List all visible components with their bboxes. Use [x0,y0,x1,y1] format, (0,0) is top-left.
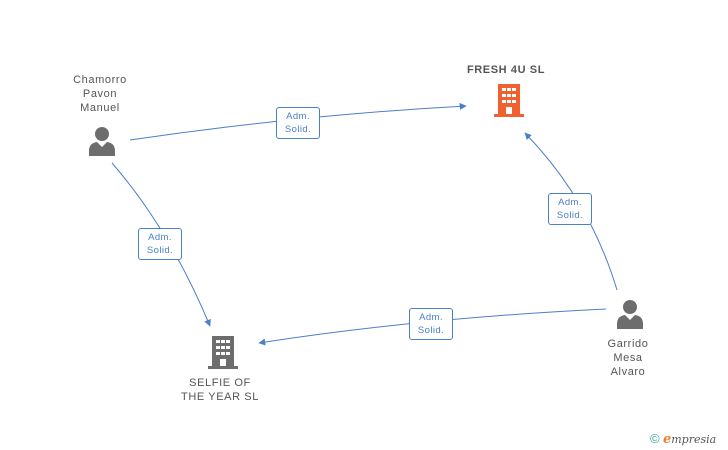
building-icon[interactable] [494,84,524,117]
node-name-line: Garrido [607,338,649,350]
edge-label-line: Adm. [286,111,310,122]
brand-logo-text: mpresia [671,433,717,446]
brand-logo-initial: e [662,432,672,447]
node-label-fresh[interactable]: FRESH 4U SL [446,63,566,77]
edge-label-garrido-selfie[interactable]: Adm. Solid. [409,308,453,340]
node-name-line: Pavon [82,88,118,100]
edge-label-chamorro-fresh[interactable]: Adm. Solid. [276,107,320,139]
edge-label-line: Adm. [419,312,443,323]
edge-label-line: Solid. [146,245,174,256]
node-name-line: Mesa [613,352,643,364]
brand-footer: © empresia [650,431,716,447]
building-icon[interactable] [208,336,238,369]
node-label-garrido[interactable]: Garrido Mesa Alvaro [590,337,666,379]
edge-label-line: Adm. [148,232,172,243]
copyright-symbol: © [650,431,660,446]
node-name-line: Chamorro [73,74,127,86]
node-label-chamorro[interactable]: Chamorro Pavon Manuel [60,73,140,115]
node-name-line: Alvaro [610,366,646,378]
edge-label-line: Solid. [556,210,584,221]
node-label-selfie[interactable]: SELFIE OF THE YEAR SL [165,376,275,404]
edge-label-chamorro-selfie[interactable]: Adm. Solid. [138,228,182,260]
node-name-line: THE YEAR SL [181,391,259,403]
person-icon[interactable] [617,300,643,329]
edge-label-line: Adm. [558,197,582,208]
node-name-line: Manuel [80,102,120,114]
edge-label-line: Solid. [284,124,312,135]
person-icon[interactable] [89,127,115,156]
node-name-line: FRESH 4U SL [466,64,546,76]
edge-label-line: Solid. [417,325,445,336]
node-name-line: SELFIE OF [189,377,251,389]
edge-label-garrido-fresh[interactable]: Adm. Solid. [548,193,592,225]
